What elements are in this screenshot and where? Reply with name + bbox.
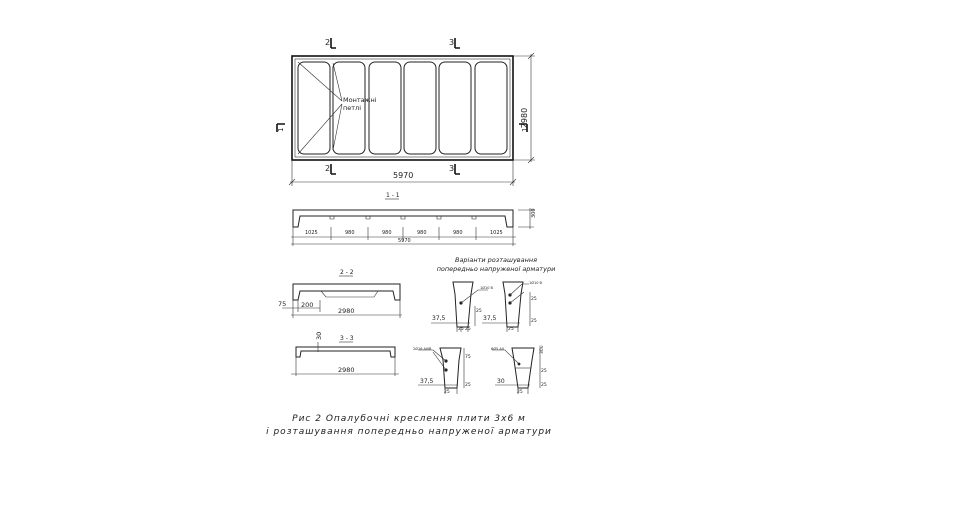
dim-d-2: 25 <box>517 389 523 395</box>
rib-detail-a: 1Ø10 В 37,5 25 25 25 <box>431 281 494 332</box>
plan-cell <box>368 61 402 155</box>
section-3-title: 3 - 3 <box>340 335 354 342</box>
plan-outline <box>291 55 514 161</box>
plan-cell <box>474 61 508 155</box>
rib-detail-d: 6Ø5 АІІ 30 25 25 25 300 <box>491 345 547 395</box>
rib-a-outline <box>452 281 474 328</box>
rebar-b-label: 1Ø10 В <box>529 280 543 285</box>
section-2-dim-lines <box>282 300 402 318</box>
section-1-span: 1025 <box>305 230 318 236</box>
section-1-1: 1 - 1 1025 980 980 980 980 1025 5970 300 <box>291 192 537 246</box>
rib-detail-c: 2Ø16 AIIIВ 37,5 25 75 25 <box>413 346 471 395</box>
section-1-total: 5970 <box>398 238 411 244</box>
dim-d-5: 300 <box>539 345 545 354</box>
section-2-profile <box>292 283 401 301</box>
rib-c-outline <box>439 347 462 389</box>
plan-cell <box>438 61 472 155</box>
plan-cell <box>297 61 331 155</box>
rib-b-outline <box>502 281 524 328</box>
cut-mark-1-left <box>276 123 285 132</box>
cut-mark-2-bottom <box>330 164 336 175</box>
width-dim-line <box>513 52 535 164</box>
dim-d-3: 25 <box>541 368 547 374</box>
plan-view: Монтажні петлі 2 3 2 3 1 1 5970 2980 <box>276 38 535 186</box>
section-mark-2-top: 2 <box>325 38 330 47</box>
section-1-profile <box>292 209 514 228</box>
rebar-d-leader <box>492 349 520 365</box>
loop-leader-lines <box>297 61 343 155</box>
cut-mark-3-bottom <box>454 164 460 175</box>
rebar-c-leader <box>418 349 447 371</box>
dim-c-4: 25 <box>465 382 471 388</box>
cut-mark-1-right <box>519 123 528 132</box>
rebar-d-label: 6Ø5 АІІ <box>491 346 504 351</box>
section-1-notches <box>329 216 477 220</box>
caption-line-1: Рис 2 Опалубочні креслення плити 3х6 м <box>292 414 526 424</box>
section-3-profile <box>295 346 396 358</box>
section-3-3: 3 - 3 30 2980 <box>291 332 399 376</box>
length-dim-line <box>288 160 517 186</box>
dim-a-3: 25 <box>476 308 482 314</box>
rebar-a-label: 1Ø10 В <box>480 285 494 290</box>
cut-mark-3-top <box>454 38 460 49</box>
dim-b-3: 25 <box>531 296 537 302</box>
variants-title-2: попередньо напруженої арматури <box>437 265 556 273</box>
section-1-span: 980 <box>382 230 392 236</box>
reinforcement-variants: Варіанти розташування попередньо напруже… <box>413 256 555 395</box>
section-mark-3-top: 3 <box>449 38 454 47</box>
plan-inner-outline <box>294 58 511 158</box>
rebar-b-leader <box>509 283 529 304</box>
plan-cell <box>332 61 366 155</box>
rib-detail-b: 1Ø10 В 37,5 25 25 25 <box>482 280 543 332</box>
section-2-title: 2 - 2 <box>340 269 354 276</box>
rib-b-dims <box>482 292 531 332</box>
caption-line-2: і розташування попередньо напруженої арм… <box>266 427 552 437</box>
section-3-width: 2980 <box>338 366 355 374</box>
rib-c-dims <box>418 348 465 394</box>
figure-caption: Рис 2 Опалубочні креслення плити 3х6 м і… <box>266 414 552 437</box>
section-2-width: 2980 <box>338 307 355 315</box>
rebar-c-label: 2Ø16 AIIIВ <box>413 346 432 351</box>
section-2-rib-inner-dim: 200 <box>301 301 313 309</box>
section-mark-1-left: 1 <box>277 128 285 132</box>
section-2-rib-dim: 75 <box>278 300 286 308</box>
section-1-dim-lines <box>291 227 516 246</box>
section-1-span: 1025 <box>490 230 503 236</box>
rib-a-dims <box>431 306 476 332</box>
dim-a-1: 37,5 <box>432 315 446 322</box>
plan-length-label: 5970 <box>393 171 413 180</box>
plan-cell <box>403 61 437 155</box>
section-mark-2-bottom: 2 <box>325 164 330 173</box>
dim-b-4: 25 <box>531 318 537 324</box>
section-mark-1-right: 1 <box>521 128 529 132</box>
dim-c-1: 37,5 <box>420 378 434 385</box>
section-2-rib <box>320 290 379 298</box>
rib-d-dims <box>495 348 541 394</box>
rebar-a-leader <box>460 289 488 304</box>
variants-title-1: Варіанти розташування <box>455 256 537 264</box>
dim-b-1: 37,5 <box>483 315 497 322</box>
section-1-height-dim <box>518 208 534 229</box>
dim-d-4: 25 <box>541 382 547 388</box>
section-3-dim-lines <box>291 342 399 376</box>
section-1-height: 300 <box>531 208 537 218</box>
dim-b-2: 25 <box>508 326 514 332</box>
section-2-2: 2 - 2 75 200 2980 <box>278 269 402 318</box>
dim-a-2: 25 <box>458 326 464 332</box>
section-1-span: 980 <box>453 230 463 236</box>
plan-width-label: 2980 <box>520 108 529 128</box>
dim-a-4: 25 <box>465 326 471 332</box>
section-3-thickness: 30 <box>315 332 323 340</box>
callout-line-2: петлі <box>343 104 361 112</box>
dim-c-2: 25 <box>444 389 450 395</box>
cut-mark-2-top <box>330 38 336 49</box>
section-1-span: 980 <box>417 230 427 236</box>
dim-c-3: 75 <box>465 354 471 360</box>
section-mark-3-bottom: 3 <box>449 164 454 173</box>
dim-d-1: 30 <box>497 378 505 385</box>
section-1-title: 1 - 1 <box>386 192 400 199</box>
section-1-span: 980 <box>345 230 355 236</box>
callout-line-1: Монтажні <box>343 96 377 104</box>
